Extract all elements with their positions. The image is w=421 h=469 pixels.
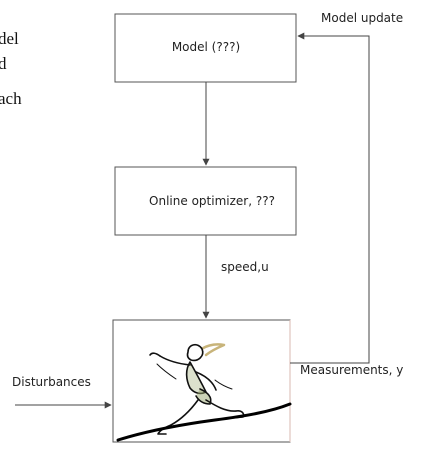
measurements-label: Measurements, y	[300, 363, 403, 377]
runner-box	[112, 319, 291, 443]
model-box: Model (???)	[114, 13, 297, 83]
model-update-label: Model update	[321, 11, 403, 25]
ground-line	[116, 402, 292, 442]
optimizer-box: Online optimizer, ???	[114, 166, 297, 236]
left-text-fragment: ach	[0, 89, 22, 108]
runner-illustration	[149, 343, 245, 435]
speed-label: speed,u	[221, 260, 269, 274]
optimizer-box-label: Online optimizer, ???	[149, 194, 275, 208]
left-text-fragment: d	[0, 54, 7, 73]
model-box-label: Model (???)	[172, 40, 240, 54]
model-update-arrow	[290, 32, 370, 364]
left-text-fragment: del	[0, 29, 19, 48]
disturbances-label: Disturbances	[12, 375, 91, 389]
